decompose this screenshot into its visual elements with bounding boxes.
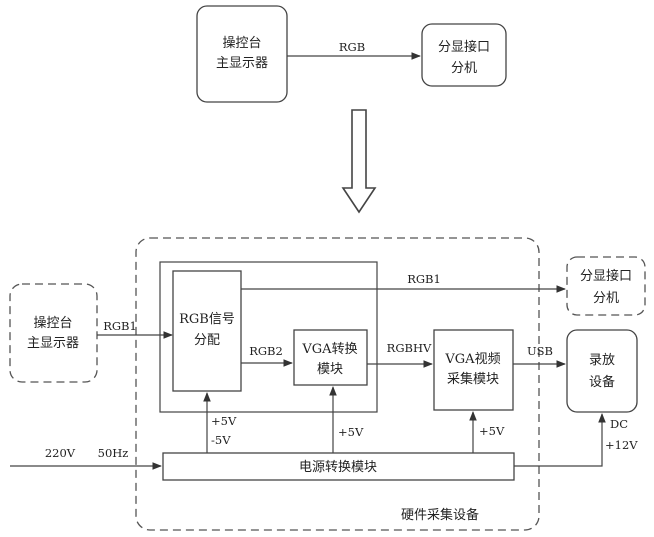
- recorder-line2: 设备: [589, 374, 615, 390]
- rgb2-label: RGB2: [249, 344, 283, 358]
- rgb1-output-label: RGB1: [407, 272, 441, 286]
- rgbhv-label: RGBHV: [387, 341, 432, 355]
- top-console-display-block: 操控台 主显示器: [196, 5, 288, 103]
- vga-convert-line2: 模块: [317, 362, 343, 377]
- vga-capture-block: VGA视频 采集模块: [433, 329, 514, 411]
- vga-capture-line2: 采集模块: [447, 371, 499, 387]
- console-display-line1: 操控台: [33, 315, 72, 331]
- power-module-label: 电源转换模块: [299, 460, 377, 475]
- transition-arrow-icon: [341, 109, 377, 214]
- power-plus5-b-label: +5V: [338, 425, 364, 439]
- dc-label: DC: [610, 417, 628, 431]
- power-plus5-c-label: +5V: [479, 424, 505, 438]
- top-splitter-line1: 分显接口: [438, 39, 490, 55]
- top-console-display-line2: 主显示器: [216, 56, 268, 71]
- top-rgb-label: RGB: [339, 40, 365, 54]
- recorder-line1: 录放: [589, 353, 615, 368]
- power-minus5-label: -5V: [211, 433, 231, 447]
- ac-frequency-label: 50Hz: [98, 446, 129, 460]
- recorder-block: 录放 设备: [566, 329, 638, 413]
- power-module-block: 电源转换模块: [162, 452, 515, 481]
- console-display-block: 操控台 主显示器: [9, 283, 98, 383]
- dc-value-label: +12V: [605, 438, 638, 452]
- rgb-input-label: RGB1: [103, 319, 137, 333]
- rgb-split-line2: 分配: [194, 333, 220, 348]
- console-display-line2: 主显示器: [27, 336, 79, 351]
- dc-power-arrow: [514, 413, 606, 467]
- splitter-line2: 分机: [593, 291, 619, 306]
- top-splitter-block: 分显接口 分机: [421, 23, 507, 87]
- splitter-block: 分显接口 分机: [566, 256, 646, 316]
- top-console-display-line1: 操控台: [222, 35, 261, 51]
- usb-label: USB: [527, 344, 553, 358]
- hardware-device-frame: [135, 237, 540, 531]
- hardware-device-label: 硬件采集设备: [401, 507, 479, 523]
- power-plus5-a-label: +5V: [211, 414, 237, 428]
- rgb-split-block: RGB信号 分配: [172, 270, 242, 392]
- rgb-split-line1: RGB信号: [179, 312, 235, 327]
- processing-frame: [159, 261, 378, 413]
- ac-voltage-label: 220V: [45, 446, 76, 460]
- top-splitter-line2: 分机: [451, 61, 477, 76]
- vga-convert-line1: VGA转换: [301, 342, 357, 357]
- vga-convert-block: VGA转换 模块: [293, 329, 368, 386]
- vga-capture-line1: VGA视频: [444, 352, 500, 367]
- splitter-line1: 分显接口: [580, 268, 632, 284]
